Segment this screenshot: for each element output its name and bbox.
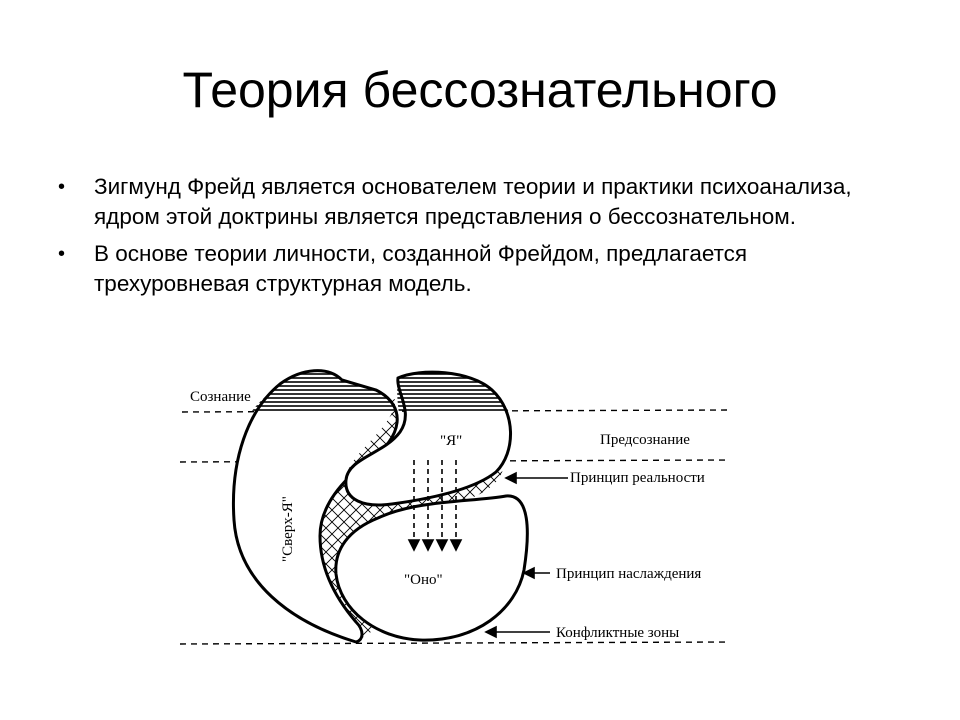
bottom-boundary-line [179, 641, 731, 645]
bullet-item: • В основе теории личности, созданной Фр… [56, 239, 906, 299]
id-label: "Оно" [404, 572, 443, 588]
bullet-item: • Зигмунд Фрейд является основателем тео… [56, 172, 906, 232]
bullet-text: Зигмунд Фрейд является основателем теори… [94, 174, 852, 229]
bullet-dot-icon: • [58, 243, 66, 265]
pointer-arrows [484, 471, 568, 639]
preconscious-label: Предсознание [600, 432, 690, 448]
psyche-structure-diagram: Сознание Предсознание Принцип реальности… [179, 369, 731, 645]
superego-label: "Сверх-Я" [280, 496, 296, 562]
ego-to-id-arrows [407, 460, 463, 552]
consciousness-label: Сознание [190, 389, 251, 405]
id-region [334, 494, 529, 642]
reality-principle-label: Принцип реальности [570, 470, 705, 486]
pleasure-principle-label: Принцип наслаждения [556, 566, 701, 582]
bullet-dot-icon: • [58, 176, 66, 198]
superego-conscious-hatching [251, 370, 398, 412]
ego-label: "Я" [440, 433, 462, 449]
slide-title: Теория бессознательного [182, 62, 778, 118]
bullet-text: В основе теории личности, созданной Фрей… [94, 241, 748, 296]
ego-conscious-hatching [397, 372, 509, 412]
conflict-zones-label: Конфликтные зоны [556, 625, 679, 641]
bullet-list: • Зигмунд Фрейд является основателем тео… [56, 172, 906, 306]
